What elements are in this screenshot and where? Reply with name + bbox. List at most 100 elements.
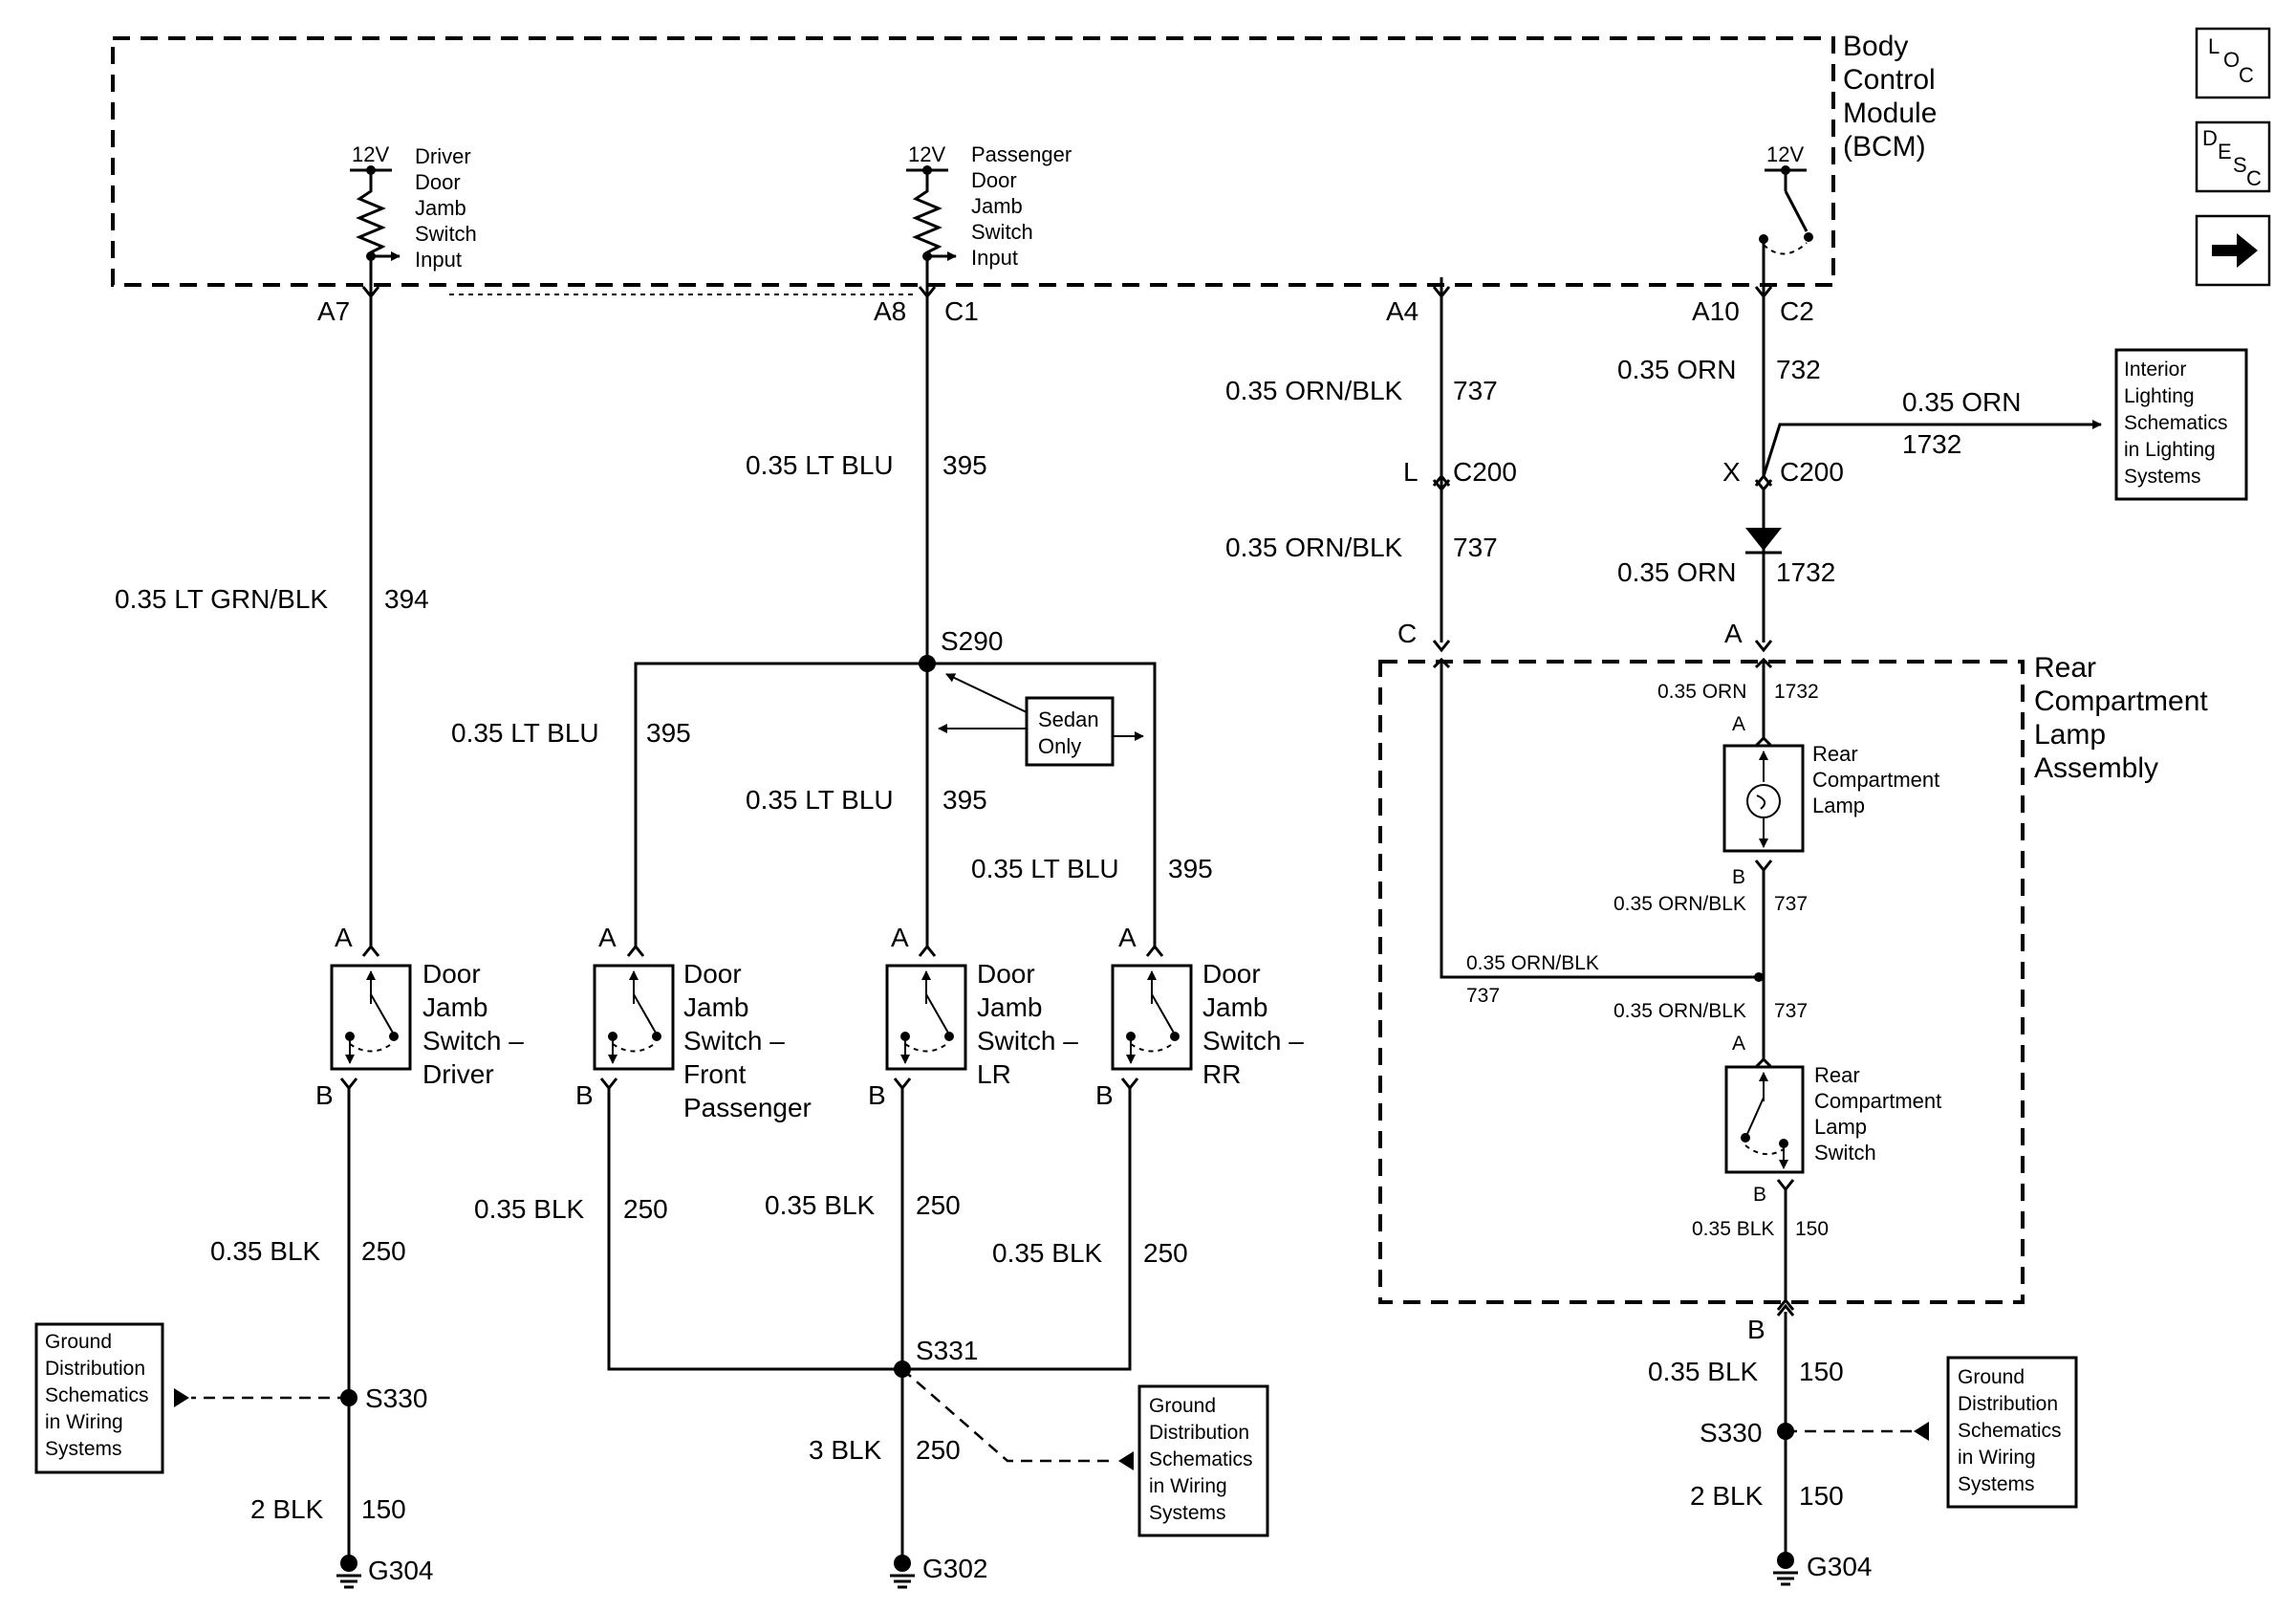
wire-gauge-label: 0.35 ORN	[1657, 681, 1746, 703]
wire-circuit-label: 250	[361, 1236, 406, 1266]
wire-circuit-label: 150	[1799, 1481, 1844, 1511]
wire-gauge-label: 0.35 BLK	[210, 1236, 321, 1266]
splice-label: S331	[916, 1336, 978, 1365]
svg-text:C: C	[2246, 166, 2262, 190]
passenger-input-label: Passenger Door Jamb Switch Input	[971, 142, 1077, 270]
svg-text:E: E	[2218, 140, 2232, 163]
ground-ref-arrow-icon	[1118, 1451, 1134, 1470]
connector-label: C200	[1453, 457, 1517, 487]
ground-ref-left-text: Ground Distribution Schematics in Wiring…	[45, 1331, 154, 1460]
rear-lamp-label: Rear Compartment Lamp	[1812, 742, 1945, 817]
bcm-label: Body Control Module (BCM)	[1843, 31, 1945, 163]
interior-lighting-ref[interactable]	[2114, 348, 2248, 501]
lr-switch-label: Door Jamb Switch – LR	[977, 959, 1086, 1089]
wire-circuit-label: 732	[1776, 355, 1821, 384]
wire-gauge-label: 0.35 LT BLU	[746, 450, 894, 480]
pin-label: A4	[1386, 296, 1419, 326]
pullup-resistor-icon	[356, 170, 386, 277]
pin-label: B	[1753, 1184, 1766, 1206]
wire-circuit-label: 150	[1795, 1218, 1829, 1240]
wire-circuit-label: 150	[361, 1494, 406, 1524]
rr-switch-label: Door Jamb Switch – RR	[1202, 959, 1311, 1089]
wire-gauge-label: 0.35 ORN/BLK	[1466, 952, 1599, 974]
wire-gauge-label: 0.35 BLK	[1648, 1357, 1759, 1386]
wire-gauge-label: 0.35 BLK	[1692, 1218, 1774, 1240]
lamp-bulb-icon	[1746, 784, 1781, 818]
wire-gauge-label: 0.35 ORN/BLK	[1225, 376, 1403, 405]
passenger-circuit: A8 C1 0.35 LT BLU 395 S290 Sedan Only 0.…	[451, 277, 1311, 1589]
wire-gauge-label: 0.35 ORN	[1902, 387, 2022, 417]
wire-circuit-label: 250	[1143, 1238, 1188, 1268]
sedan-only-note	[1025, 696, 1115, 767]
pin-label: A10	[1692, 296, 1740, 326]
svg-text:L: L	[2208, 34, 2220, 58]
ground-ref-arrow-icon	[174, 1388, 189, 1407]
svg-text:D: D	[2202, 126, 2218, 150]
pin-label: A	[1118, 923, 1137, 952]
wire-circuit-label: 250	[916, 1190, 961, 1220]
next-arrow-icon[interactable]	[2195, 214, 2271, 287]
svg-text:C: C	[2239, 63, 2254, 87]
wire-circuit-label: 737	[1466, 985, 1500, 1007]
pin-label: A	[335, 923, 353, 952]
pin-label: C1	[944, 296, 979, 326]
pin-label: B	[315, 1080, 334, 1110]
driver-input-label: Driver Door Jamb Switch Input	[415, 144, 483, 272]
pin-label: X	[1722, 457, 1741, 487]
switch-contact-icon	[1784, 190, 1809, 232]
pin-label: B	[868, 1080, 886, 1110]
rear-switch-label: Rear Compartment Lamp Switch	[1814, 1063, 1947, 1165]
pin-label: A7	[317, 296, 350, 326]
pin-label: B	[1747, 1315, 1765, 1344]
wire-circuit-label: 1732	[1774, 681, 1819, 703]
wire-circuit-label: 395	[942, 450, 987, 480]
pin-label: L	[1403, 457, 1419, 487]
volt-label: 12V	[352, 142, 389, 166]
pin-label: A	[891, 923, 909, 952]
bcm-passenger-input: 12V Passenger Door Jamb Switch Input	[906, 142, 1077, 277]
wire-gauge-label: 0.35 BLK	[474, 1194, 585, 1224]
driver-circuit: A7 0.35 LT GRN/BLK 394 A Door Jamb Switc…	[34, 277, 531, 1589]
wire-gauge-label: 0.35 LT BLU	[746, 785, 894, 815]
wire-circuit-label: 737	[1453, 533, 1498, 562]
ground-distribution-ref-right[interactable]	[1946, 1356, 2078, 1509]
loc-icon[interactable]: L O C	[2195, 27, 2271, 99]
bcm-module: Body Control Module (BCM)	[111, 31, 1945, 287]
wire-circuit-label: 150	[1799, 1357, 1844, 1386]
svg-text:S: S	[2233, 153, 2247, 177]
pin-label: A	[598, 923, 617, 952]
connector-icon	[361, 286, 380, 299]
desc-icon[interactable]: D E S C	[2195, 120, 2271, 193]
ground-ref-right-text: Ground Distribution Schematics in Wiring…	[1958, 1366, 2067, 1495]
ground-ref-center-text: Ground Distribution Schematics in Wiring…	[1149, 1395, 1258, 1524]
rear-compartment-assembly: Rear Compartment Lamp Assembly A Rear Co…	[1378, 652, 2216, 1304]
wire-gauge-label: 0.35 LT GRN/BLK	[115, 584, 328, 614]
front-passenger-switch-label: Door Jamb Switch – Front Passenger	[683, 959, 812, 1122]
bcm-driver-input: 12V Driver Door Jamb Switch Input	[350, 142, 483, 277]
ground-label: G304	[1807, 1552, 1873, 1581]
wire-circuit-label: 737	[1774, 1000, 1808, 1022]
pin-label: A	[1724, 619, 1743, 648]
splice-label: S330	[365, 1383, 427, 1413]
ground-distribution-ref-left[interactable]	[34, 1322, 164, 1474]
ground-label: G302	[922, 1554, 988, 1583]
driver-switch-label: Door Jamb Switch – Driver	[422, 959, 531, 1089]
wire-gauge-label: 0.35 ORN	[1617, 557, 1737, 587]
ground-distribution-ref-center[interactable]	[1137, 1384, 1269, 1537]
splice-label: S290	[941, 626, 1003, 656]
wire-circuit-label: 1732	[1902, 429, 1961, 459]
wire-gauge-label: 0.35 ORN/BLK	[1614, 1000, 1746, 1022]
wire-circuit-label: 395	[646, 718, 691, 748]
wire-circuit-label: 1732	[1776, 557, 1835, 587]
pin-label: A8	[874, 296, 906, 326]
wire-circuit-label: 394	[384, 584, 429, 614]
volt-label: 12V	[908, 142, 945, 166]
ground-label: G304	[368, 1556, 434, 1585]
wire-gauge-label: 0.35 ORN	[1617, 355, 1737, 384]
rear-assembly-label: Rear Compartment Lamp Assembly	[2034, 652, 2216, 784]
splice-label: S330	[1700, 1418, 1762, 1448]
wire-circuit-label: 250	[623, 1194, 668, 1224]
diode-icon	[1745, 528, 1782, 551]
bcm-lamp-output: 12V	[1759, 142, 1813, 283]
